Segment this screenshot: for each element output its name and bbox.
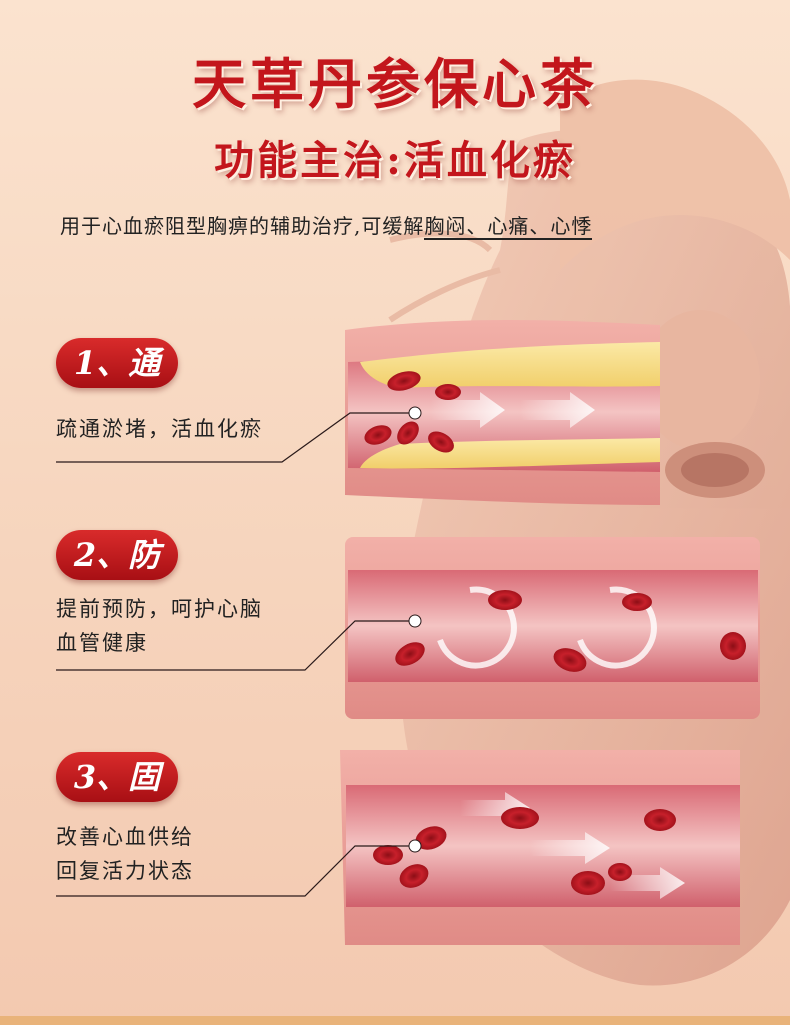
vessel-1 <box>345 320 660 505</box>
badge-number: 3、 <box>73 758 129 796</box>
page-subtitle: 功能主治:活血化瘀 <box>214 137 576 184</box>
feature-badge-2: 2、防 <box>56 530 178 580</box>
leader-dots <box>408 406 422 853</box>
badge-word: 通 <box>128 344 161 382</box>
description-underlined: 胸闷、心痛、心悸 <box>424 214 593 240</box>
feature-line: 回复活力状态 <box>56 859 194 883</box>
bottom-bar <box>0 1016 790 1025</box>
page-title: 天草丹参保心茶 <box>192 52 598 116</box>
feature-badge-3: 3、固 <box>56 752 178 802</box>
feature-text-2: 提前预防，呵护心脑 血管健康 <box>56 592 263 660</box>
feature-line: 提前预防，呵护心脑 <box>56 597 263 621</box>
vessel-2 <box>345 537 760 719</box>
feature-line: 血管健康 <box>56 631 148 655</box>
feature-text-3: 改善心血供给 回复活力状态 <box>56 820 194 888</box>
feature-text-1: 疏通淤堵，活血化瘀 <box>56 412 263 446</box>
description-main: 用于心血瘀阻型胸痹的辅助治疗,可缓解 <box>60 214 425 238</box>
badge-word: 防 <box>128 536 161 574</box>
feature-line: 改善心血供给 <box>56 825 194 849</box>
description-text: 用于心血瘀阻型胸痹的辅助治疗,可缓解胸闷、心痛、心悸 <box>60 210 593 240</box>
feature-badge-1: 1、通 <box>56 338 178 388</box>
leader-lines <box>56 412 415 897</box>
badge-word: 固 <box>128 758 161 796</box>
badge-number: 2、 <box>73 536 129 574</box>
badge-number: 1、 <box>73 344 129 382</box>
vessel-3 <box>340 750 740 945</box>
feature-line: 疏通淤堵，活血化瘀 <box>56 417 263 441</box>
